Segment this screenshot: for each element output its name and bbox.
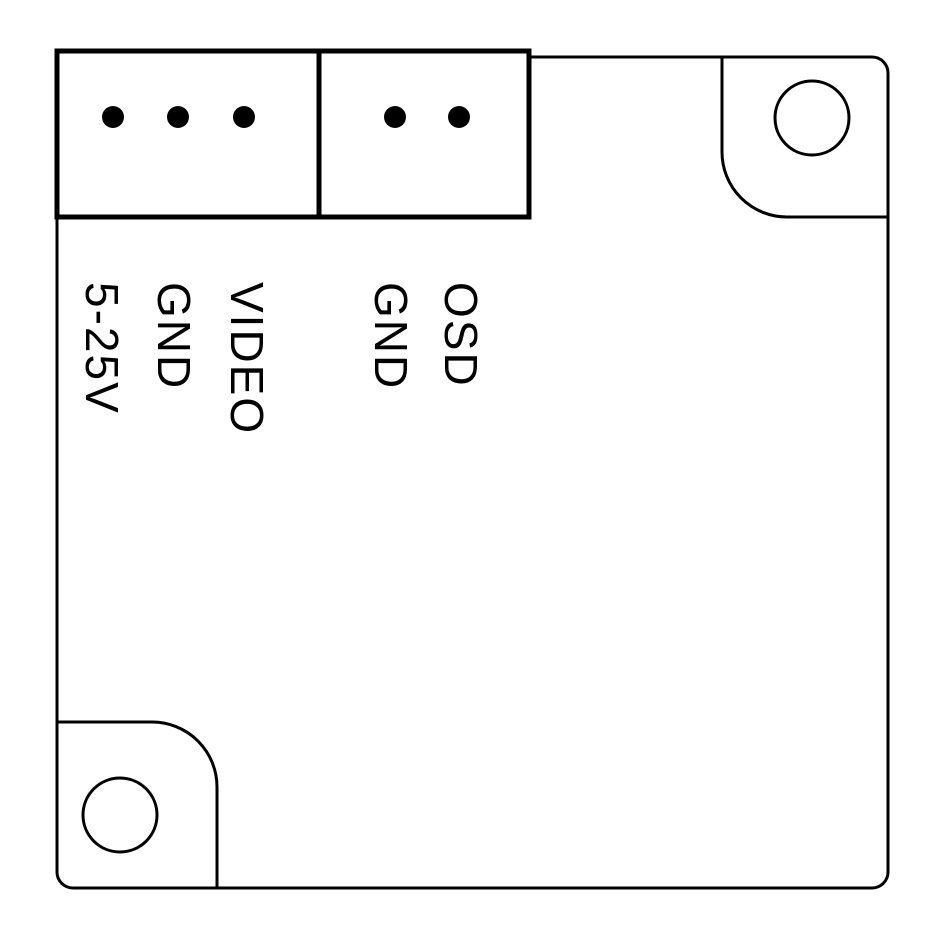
pin-label-5-25v: 5-25V	[76, 282, 128, 415]
pin-dot-5-25v	[102, 106, 124, 128]
pin-dot-video	[233, 106, 255, 128]
connector-osd	[316, 48, 532, 220]
mounting-hole-top-right	[773, 79, 851, 157]
mounting-hole-bottom-left	[81, 776, 159, 854]
pin-label-video: VIDEO	[221, 282, 273, 436]
pin-dot-osd	[448, 106, 470, 128]
pin-label-osd: OSD	[435, 282, 487, 388]
pin-dot-gnd-1	[167, 106, 189, 128]
mounting-tab-top-right	[720, 58, 887, 219]
connector-power-video	[54, 48, 322, 220]
pin-label-gnd-1: GND	[148, 282, 200, 391]
pin-label-gnd-2: GND	[365, 282, 417, 391]
pin-dot-gnd-2	[384, 106, 406, 128]
mounting-tab-bottom-left	[58, 720, 219, 887]
